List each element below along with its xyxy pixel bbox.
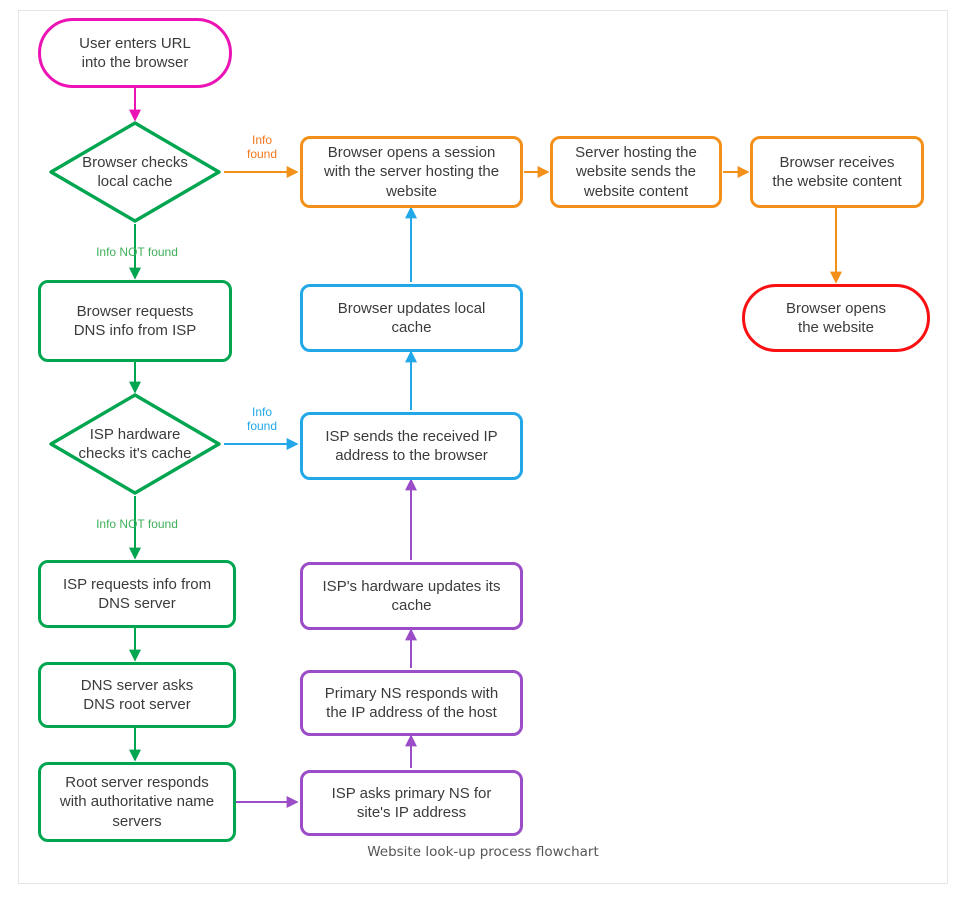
node-label: DNS server asks DNS root server (80, 676, 194, 713)
node-server-sends-content[interactable]: Server hosting the website sends the web… (550, 136, 722, 208)
edge-label-isp-info-found: Info found (246, 405, 278, 434)
edge-label-isp-info-not-found: Info NOT found (96, 517, 178, 531)
node-label: Browser opens the website (785, 299, 887, 336)
node-label: Browser receives the website content (772, 153, 902, 190)
node-label: ISP's hardware updates its cache (322, 577, 501, 614)
node-isp-requests-info[interactable]: ISP requests info from DNS server (38, 560, 236, 628)
edge-label-cache-info-found: Info found (246, 133, 278, 162)
node-browser-opens-website[interactable]: Browser opens the website (742, 284, 930, 352)
node-isp-hardware-updates-cache[interactable]: ISP's hardware updates its cache (300, 562, 523, 630)
node-label: ISP sends the received IP address to the… (325, 427, 498, 464)
node-browser-updates-local-cache[interactable]: Browser updates local cache (300, 284, 523, 352)
edge-label-cache-info-not-found: Info NOT found (96, 245, 178, 259)
node-user-enters-url[interactable]: User enters URL into the browser (38, 18, 232, 88)
node-browser-receives-content[interactable]: Browser receives the website content (750, 136, 924, 208)
node-dns-server-asks-root[interactable]: DNS server asks DNS root server (38, 662, 236, 728)
node-browser-opens-session[interactable]: Browser opens a session with the server … (300, 136, 523, 208)
diagram-caption: Website look-up process flowchart (367, 844, 599, 860)
node-label: User enters URL into the browser (79, 34, 191, 71)
node-isp-hardware-checks-cache[interactable]: ISP hardware checks it's cache (48, 392, 222, 496)
node-primary-ns-responds[interactable]: Primary NS responds with the IP address … (300, 670, 523, 736)
node-label: Browser requests DNS info from ISP (73, 302, 197, 339)
node-label: Server hosting the website sends the web… (575, 144, 697, 200)
node-label: Browser updates local cache (337, 299, 486, 336)
node-label: Browser opens a session with the server … (323, 144, 500, 200)
node-label: ISP requests info from DNS server (62, 575, 212, 612)
node-label: Root server responds with authoritative … (59, 774, 215, 830)
node-root-server-responds[interactable]: Root server responds with authoritative … (38, 762, 236, 842)
node-isp-asks-primary-ns[interactable]: ISP asks primary NS for site's IP addres… (300, 770, 523, 836)
node-label: ISP asks primary NS for site's IP addres… (331, 784, 492, 821)
diamond-shape (49, 393, 221, 495)
node-label: Primary NS responds with the IP address … (324, 684, 499, 721)
diamond-shape (49, 121, 221, 223)
node-isp-sends-received-ip[interactable]: ISP sends the received IP address to the… (300, 412, 523, 480)
node-browser-checks-local-cache[interactable]: Browser checks local cache (48, 120, 222, 224)
node-browser-requests-dns[interactable]: Browser requests DNS info from ISP (38, 280, 232, 362)
node-label: ISP hardware checks it's cache (78, 425, 192, 462)
node-label: Browser checks local cache (82, 153, 188, 190)
